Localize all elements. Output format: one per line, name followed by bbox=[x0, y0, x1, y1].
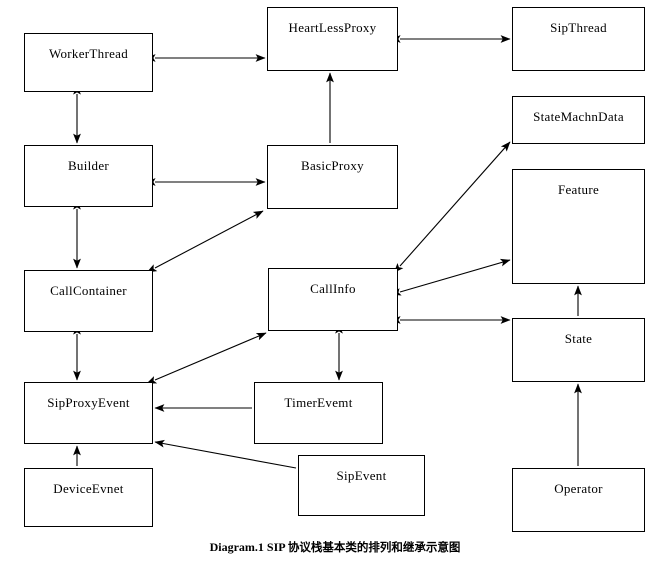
node-label: SipProxyEvent bbox=[47, 395, 130, 410]
node-label: Feature bbox=[557, 182, 600, 197]
node-label: BasicProxy bbox=[301, 158, 364, 173]
node-label: StateMachnData bbox=[533, 109, 624, 124]
node-deviceevnet[interactable]: DeviceEvnet bbox=[24, 468, 153, 527]
node-label: DeviceEvnet bbox=[53, 481, 124, 496]
node-label: CallInfo bbox=[310, 281, 356, 296]
node-sipthread[interactable]: SipThread bbox=[512, 7, 645, 71]
figure-caption: Diagram.1 SIP 协议栈基本类的排列和继承示意图 bbox=[0, 539, 670, 555]
node-timerevemt[interactable]: TimerEvemt bbox=[254, 382, 383, 444]
caption-prefix: Diagram.1 SIP bbox=[209, 540, 288, 554]
node-label: TimerEvemt bbox=[284, 395, 353, 410]
edge-callinfo-statemachndata bbox=[393, 141, 511, 274]
edge-callinfo-feature bbox=[390, 258, 511, 296]
node-callinfo[interactable]: CallInfo bbox=[268, 268, 398, 331]
node-builder[interactable]: Builder bbox=[24, 145, 153, 207]
node-label: State bbox=[564, 331, 593, 346]
edge-callcontainer-basicproxy bbox=[146, 210, 264, 273]
node-label: Operator bbox=[554, 481, 603, 496]
node-label: WorkerThread bbox=[48, 46, 129, 61]
node-heartlessproxy[interactable]: HeartLessProxy bbox=[267, 7, 398, 71]
edge-sipevent-sipproxyevent bbox=[154, 439, 297, 469]
node-operator[interactable]: Operator bbox=[512, 468, 645, 532]
node-label: HeartLessProxy bbox=[288, 20, 377, 35]
node-callcontainer[interactable]: CallContainer bbox=[24, 270, 153, 332]
node-workerthread[interactable]: WorkerThread bbox=[24, 33, 153, 92]
caption-cjk-text: 协议栈基本类的排列和继承示意图 bbox=[287, 540, 461, 554]
node-label: SipThread bbox=[550, 20, 607, 35]
node-statemachndata[interactable]: StateMachnData bbox=[512, 96, 645, 144]
edge-sipproxyevent-callinfo bbox=[146, 332, 267, 384]
node-sipevent[interactable]: SipEvent bbox=[298, 455, 425, 516]
node-basicproxy[interactable]: BasicProxy bbox=[267, 145, 398, 209]
node-state[interactable]: State bbox=[512, 318, 645, 382]
node-label: Builder bbox=[67, 158, 110, 173]
node-label: CallContainer bbox=[50, 283, 127, 298]
node-label: SipEvent bbox=[336, 468, 387, 483]
node-feature[interactable]: Feature bbox=[512, 169, 645, 284]
node-sipproxyevent[interactable]: SipProxyEvent bbox=[24, 382, 153, 444]
